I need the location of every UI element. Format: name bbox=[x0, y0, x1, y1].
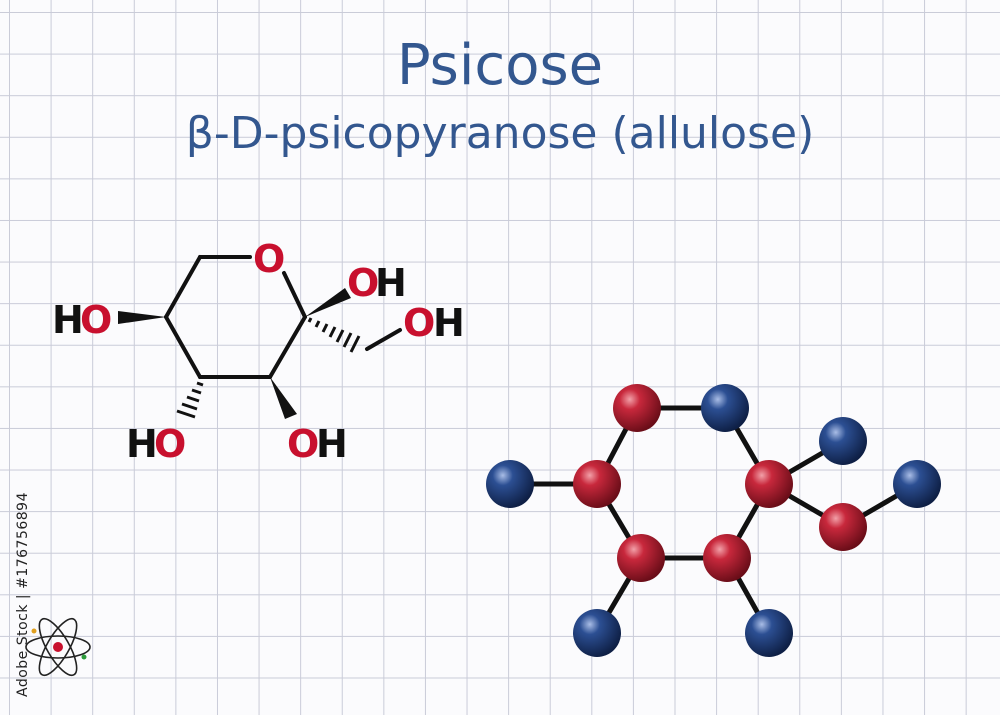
anomeric-oh-h-label: H bbox=[375, 261, 407, 305]
hash-c2-ch2 bbox=[307, 317, 361, 353]
atom-oxygen-upper-right bbox=[819, 417, 867, 465]
bottom-right-oh-o-label: O bbox=[287, 422, 319, 466]
bond-c5-c4 bbox=[164, 315, 202, 379]
atom-carbon-1 bbox=[613, 384, 661, 432]
atom-oxygen-far-right bbox=[893, 460, 941, 508]
bond-c6-c5 bbox=[164, 255, 202, 319]
anomeric-oh-o-label: O bbox=[347, 261, 379, 305]
wedge-c2-oh bbox=[305, 288, 351, 317]
skeletal-formula bbox=[164, 255, 402, 379]
atom-carbon-3 bbox=[745, 460, 793, 508]
atom-carbon-2 bbox=[573, 460, 621, 508]
atom-carbon-6 bbox=[819, 503, 867, 551]
ch2oh-h-label: H bbox=[433, 301, 465, 345]
page-title: Psicose bbox=[397, 33, 603, 98]
bond-o-c2 bbox=[282, 271, 307, 319]
page-subtitle: β-D-psicopyranose (allulose) bbox=[186, 108, 814, 159]
atom-carbon-4 bbox=[617, 534, 665, 582]
atom-oxygen-bottom-right bbox=[745, 609, 793, 657]
atom-oxygen-left bbox=[486, 460, 534, 508]
bond-c3-c2 bbox=[268, 315, 307, 379]
atom-oxygen-bottom-left bbox=[573, 609, 621, 657]
ch2oh-o-label: O bbox=[403, 301, 435, 345]
atom-oxygen-ring bbox=[701, 384, 749, 432]
wedge-c5-oh bbox=[118, 311, 166, 324]
left-oh-h-label: H bbox=[52, 298, 84, 342]
ring-oxygen-label: O bbox=[253, 237, 285, 281]
bottom-right-oh-h-label: H bbox=[316, 422, 348, 466]
atom-logo-icon bbox=[25, 617, 91, 677]
bond-ch2-oh bbox=[365, 328, 402, 351]
atom-carbon-5 bbox=[703, 534, 751, 582]
left-oh-o-label: O bbox=[80, 298, 112, 342]
bottom-left-oh-o-label: O bbox=[154, 422, 186, 466]
wedge-c3-oh bbox=[270, 377, 297, 419]
bottom-left-oh-h-label: H bbox=[126, 422, 158, 466]
ball-and-stick-model bbox=[486, 384, 941, 657]
stock-id-label: Adobe Stock | #176756894 bbox=[15, 492, 31, 698]
hash-c4-oh bbox=[176, 381, 204, 419]
